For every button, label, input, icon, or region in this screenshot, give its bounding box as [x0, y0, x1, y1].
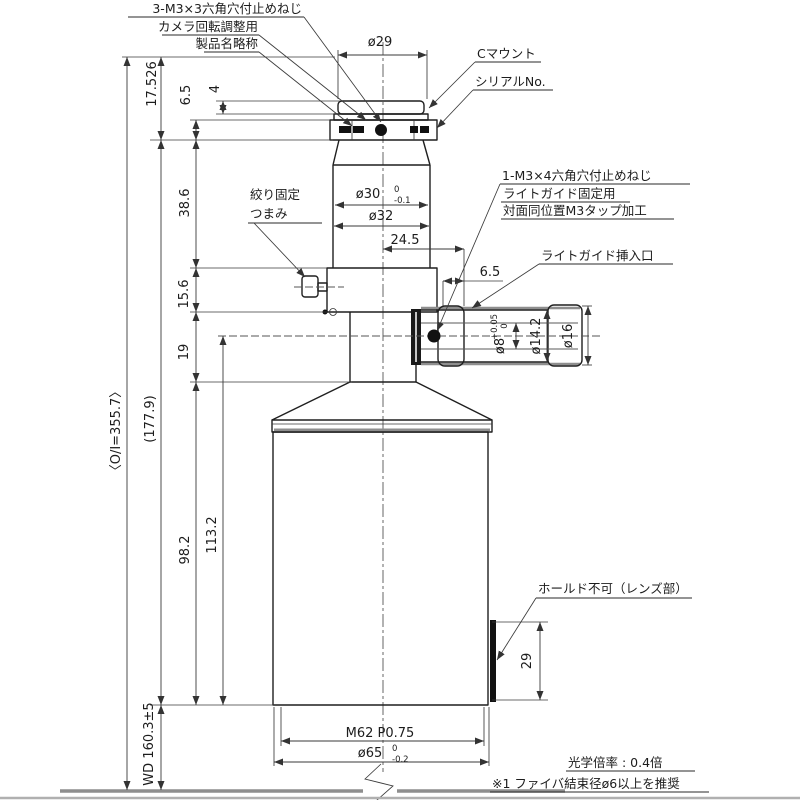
dim-dia8-tol-lower: 0 — [500, 323, 510, 328]
dim-thread: M62 P0.75 — [281, 726, 484, 745]
dim-dia32: ø32 — [334, 209, 429, 230]
note-fiber: ※1 ファイバ結束径ø6以上を推奨 — [492, 776, 680, 791]
annotation-top-screw: 3-M3×3六角穴付止めねじ カメラ回転調整用 製品名略称 — [128, 1, 382, 127]
serial-label: シリアルNo. — [475, 74, 546, 89]
hold-zone-bar — [490, 620, 496, 702]
dim-dia14-2: ø14.2 — [529, 310, 551, 362]
side-screw-line2: ライトガイド固定用 — [503, 186, 616, 201]
dim-15-6-label: 15.6 — [177, 280, 192, 309]
dim-dia16: ø16 — [561, 306, 592, 365]
side-screw-line1: 1-M3×4六角穴付止めねじ — [502, 168, 652, 183]
dim-dia16-label: ø16 — [561, 324, 576, 349]
dim-6-5-left-label: 6.5 — [179, 85, 194, 106]
c-mount-cap-base — [333, 113, 429, 121]
block-pin-hole — [329, 308, 337, 316]
dim-dia30-tol-lower: -0.1 — [394, 196, 411, 206]
dim-113-2: 113.2 — [205, 336, 227, 705]
dim-oi: 〈O/I=355.7〉 — [109, 57, 131, 790]
mount-flange — [329, 119, 438, 141]
dim-dia65-tol-lower: -0.2 — [392, 755, 409, 765]
dim-dia29: ø29 — [338, 35, 427, 59]
dim-98-2-label: 98.2 — [178, 536, 193, 565]
c-mount-label: Cマウント — [477, 46, 536, 61]
annotation-hold: ホールド不可（レンズ部） — [496, 581, 692, 661]
dim-dia65: ø65 0 -0.2 — [274, 744, 489, 766]
annotation-knob: 絞り固定 つまみ — [248, 187, 322, 278]
aperture-knob — [294, 275, 344, 298]
dim-dia29-label: ø29 — [368, 35, 393, 50]
dim-113-2-label: 113.2 — [205, 516, 220, 553]
break-symbol — [364, 763, 394, 800]
cone-left — [271, 381, 351, 421]
dim-15-6: 15.6 — [177, 268, 200, 312]
upper-taper-right — [422, 139, 431, 166]
top-screw-line2: カメラ回転調整用 — [158, 19, 258, 34]
dim-dia8-tol-upper: +0.05 — [490, 314, 500, 340]
note-magnification: 光学倍率 : 0.4倍 — [568, 755, 663, 770]
cone-right — [415, 381, 493, 421]
dim-dia30-tol-upper: 0 — [394, 185, 399, 195]
dim-dia65-label: ø65 — [358, 746, 383, 761]
notes-block: 光学倍率 : 0.4倍 ※1 ファイバ結束径ø6以上を推奨 — [490, 755, 709, 793]
annotation-serial: シリアルNo. — [436, 74, 553, 129]
flange-set-screw-marks — [339, 124, 429, 136]
side-screw-line3: 対面同位置M3タップ加工 — [503, 203, 647, 218]
dim-6-5-port-label: 6.5 — [480, 265, 501, 280]
dim-thread-label: M62 P0.75 — [346, 726, 415, 741]
annotation-light-guide: ライトガイド挿入口 — [471, 248, 673, 309]
dim-177-9: (177.9) — [143, 140, 165, 705]
dim-wd: WD 160.3±5 — [142, 702, 165, 790]
dim-38-6: 38.6 — [178, 140, 200, 268]
upper-taper-left — [332, 139, 340, 166]
dim-dia8-label: ø8 — [493, 338, 508, 354]
dim-dia14-2-label: ø14.2 — [529, 318, 544, 355]
dim-dia30: ø30 0 -0.1 — [335, 185, 428, 209]
dim-wd-label: WD 160.3±5 — [142, 702, 157, 785]
center-set-screw-dot — [375, 124, 387, 136]
top-screw-line3: 製品名略称 — [195, 36, 258, 51]
object-plane — [60, 763, 565, 800]
top-screw-line1: 3-M3×3六角穴付止めねじ — [152, 1, 302, 16]
dim-dia32-label: ø32 — [369, 209, 394, 224]
dim-19-label: 19 — [177, 344, 192, 361]
dim-38-6-label: 38.6 — [178, 189, 193, 218]
dim-4: 4 — [208, 85, 227, 114]
dim-19: 19 — [177, 312, 200, 382]
light-guide-label: ライトガイド挿入口 — [541, 248, 654, 263]
annotation-c-mount: Cマウント — [428, 46, 541, 109]
dim-dia65-tol-upper: 0 — [392, 744, 397, 754]
dim-24-5: 24.5 — [383, 233, 464, 253]
dim-17-526: 17.526 — [145, 57, 165, 140]
extension-lines — [122, 50, 592, 766]
hold-label: ホールド不可（レンズ部） — [538, 581, 688, 596]
dim-29: 29 — [520, 622, 544, 700]
dim-6-5-port: 6.5 — [443, 265, 501, 285]
annotation-side-screw: 1-M3×4六角穴付止めねじ ライトガイド固定用 対面同位置M3タップ加工 — [436, 168, 690, 332]
dim-24-5-label: 24.5 — [391, 233, 420, 248]
dim-177-9-label: (177.9) — [143, 395, 158, 442]
lens-body-outline — [271, 100, 493, 706]
main-barrel — [272, 431, 489, 706]
dim-98-2: 98.2 — [178, 382, 200, 705]
knob-line1: 絞り固定 — [250, 187, 300, 202]
dim-dia8: ø8 +0.05 0 — [490, 314, 520, 354]
aperture-block — [326, 267, 438, 313]
dim-29-label: 29 — [520, 653, 535, 670]
port-set-screw-dot — [427, 329, 441, 343]
dim-oi-label: 〈O/I=355.7〉 — [109, 385, 124, 478]
dim-dia30-label: ø30 — [356, 187, 381, 202]
light-guide-port — [218, 304, 600, 367]
dim-4-label: 4 — [208, 85, 223, 93]
dim-6-5-left: 6.5 — [179, 85, 200, 140]
knob-line2: つまみ — [250, 206, 288, 221]
dim-17-526-label: 17.526 — [145, 61, 160, 107]
